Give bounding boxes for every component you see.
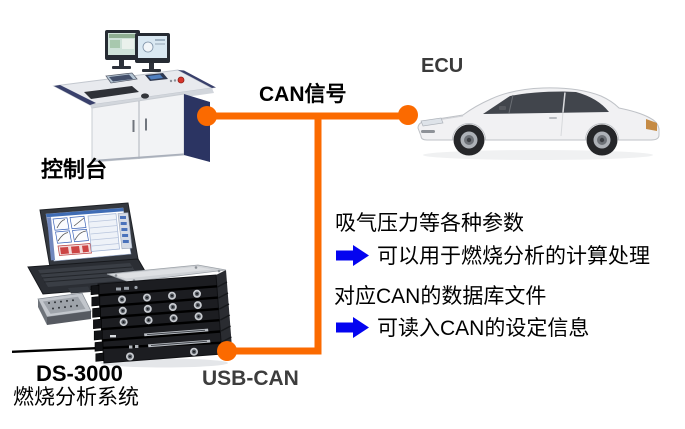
annotation-detail-row: 可以用于燃烧分析的计算处理 <box>336 240 650 270</box>
car-body <box>417 87 660 141</box>
control-console-illustration <box>52 30 216 162</box>
bnc-connectors <box>118 289 203 327</box>
mouse-icon <box>141 93 149 99</box>
car-illustration <box>417 87 660 160</box>
rear-wheel <box>586 124 618 156</box>
blue-arrow-icon <box>336 244 369 266</box>
laptop-icon <box>27 202 154 295</box>
annotation-detail-row: 可读入CAN的设定信息 <box>336 312 589 342</box>
connector-block-icon <box>37 292 92 325</box>
monitor-icon <box>135 33 170 72</box>
usb-can-label: USB-CAN <box>202 367 299 390</box>
io-stack-icon <box>12 264 232 368</box>
side-mirror <box>499 106 506 110</box>
ds3000-name-label: 燃烧分析系统 <box>13 386 139 409</box>
ecu-label: ECU <box>421 55 464 77</box>
emergency-button-icon <box>177 76 185 84</box>
console-label: 控制台 <box>41 157 108 182</box>
blue-arrow-icon <box>336 316 369 338</box>
monitor-icon <box>105 30 140 69</box>
annotation-heading: 对应CAN的数据库文件 <box>334 285 547 308</box>
keyboard-icon <box>84 86 139 99</box>
usb-can-line <box>227 116 322 355</box>
taillight <box>646 119 657 131</box>
annotation-heading: 吸气压力等各种参数 <box>335 212 524 235</box>
ds3000-model-label: DS-3000 <box>36 361 123 386</box>
annotation-detail: 可以用于燃烧分析的计算处理 <box>377 245 650 268</box>
annotation-detail: 可读入CAN的设定信息 <box>377 317 590 340</box>
ds3000-illustration <box>12 202 232 368</box>
can-signal-label: CAN信号 <box>259 83 347 106</box>
front-wheel <box>453 124 485 156</box>
headlight <box>420 117 444 127</box>
